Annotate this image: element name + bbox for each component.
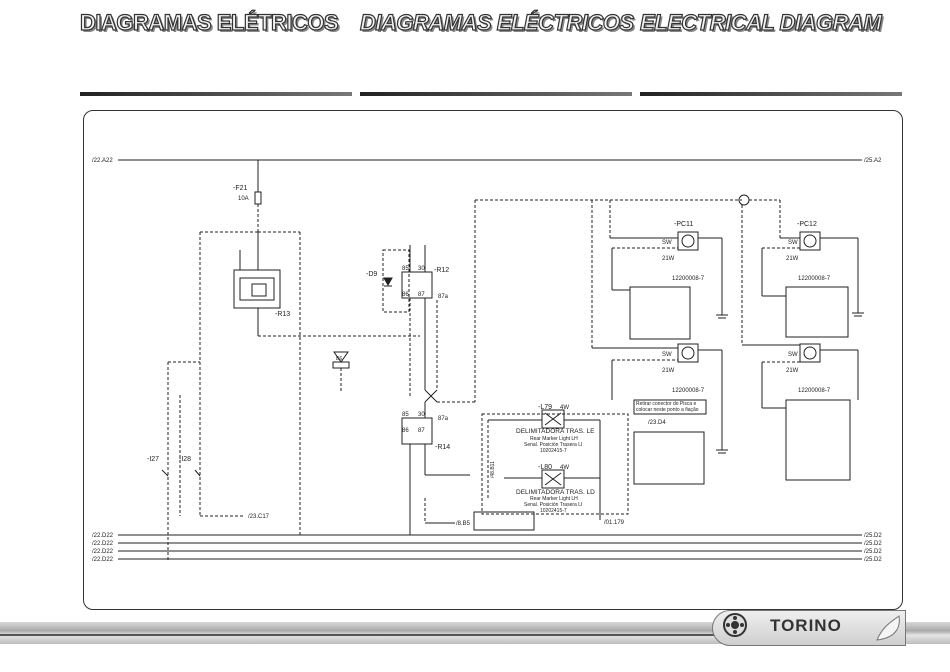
l80-line-1: DELIMITADORA TRAS. LD bbox=[516, 489, 595, 496]
label-d9: -D9 bbox=[366, 271, 377, 278]
label-l80-power: 4W bbox=[560, 465, 569, 471]
r14-pin-87: 87 bbox=[418, 428, 425, 434]
label-r12: -R12 bbox=[434, 267, 449, 274]
ref-d4: /23.D4 bbox=[648, 420, 666, 426]
r14-pin-87a: 87a bbox=[438, 416, 449, 422]
brand-logo-icon bbox=[723, 613, 747, 637]
brand-name: TORINO bbox=[770, 616, 842, 635]
label-pc12: -PC12 bbox=[797, 221, 817, 228]
pc13-21w: 21W bbox=[662, 368, 675, 374]
r14-pin-86: 86 bbox=[402, 428, 409, 434]
ref-c17: /23.C17 bbox=[248, 514, 270, 520]
pc12-21w: 21W bbox=[786, 256, 799, 262]
header: DIAGRAMAS ELÉTRICOS DIAGRAMAS ELÉCTRICOS… bbox=[0, 9, 950, 50]
ref-right-3: /25.D2 bbox=[864, 541, 882, 547]
l80-line-3: Senal. Posición Trasera LI bbox=[524, 502, 582, 508]
title-spanish: DIAGRAMAS ELÉCTRICOS bbox=[359, 9, 634, 35]
pc13-sw: SW bbox=[662, 352, 672, 358]
note-line-1: Retirar conector do Pisca e bbox=[636, 401, 697, 407]
label-r14: -R14 bbox=[435, 444, 450, 451]
l80-line-4: 10202415-7 bbox=[540, 508, 567, 514]
ref-right-1: /25.A2 bbox=[864, 158, 882, 164]
ref-left-1: /22.A22 bbox=[92, 158, 113, 164]
header-rule-2 bbox=[360, 92, 632, 96]
pc13-part: 12200008-7 bbox=[672, 388, 705, 394]
pc11-21w: 21W bbox=[662, 256, 675, 262]
l80-line-2: Rear Marker Light LH bbox=[530, 496, 578, 502]
diagram-frame bbox=[83, 110, 903, 610]
r12-pin-87: 87 bbox=[418, 292, 425, 298]
label-pc11: -PC11 bbox=[674, 221, 693, 228]
label-f21-rating: 10A bbox=[238, 196, 249, 202]
label-i28: -I28 bbox=[179, 456, 191, 463]
label-l79: -L79 bbox=[538, 404, 552, 411]
ref-right-4: /25.D2 bbox=[864, 549, 882, 555]
label-l80: -L80 bbox=[538, 464, 552, 471]
r12-pin-87a: 87a bbox=[438, 294, 449, 300]
ref-right-2: /25.D2 bbox=[864, 533, 882, 539]
pc12-sw: SW bbox=[788, 240, 798, 246]
r12-pin-86: 86 bbox=[402, 292, 409, 298]
l79-line-3: Senal. Posición Trasera LI bbox=[524, 442, 582, 448]
pc14-part: 12200008-7 bbox=[798, 388, 831, 394]
ref-right-5: /25.D2 bbox=[864, 557, 882, 563]
label-i27: -I27 bbox=[147, 456, 159, 463]
r14-pin-30: 30 bbox=[418, 412, 425, 418]
header-rule-3 bbox=[640, 92, 902, 96]
ref-left-4: /22.D22 bbox=[92, 549, 114, 555]
page-curl-icon bbox=[876, 615, 900, 641]
ground-code: B6 bbox=[336, 356, 342, 362]
footer-line bbox=[0, 634, 715, 636]
r12-pin-85: 85 bbox=[402, 266, 409, 272]
l79-line-1: DELIMITADORA TRAS. LE bbox=[516, 428, 595, 435]
ref-left-5: /22.D22 bbox=[92, 557, 114, 563]
ref-b11: /48.B11 bbox=[490, 461, 496, 478]
label-r13: -R13 bbox=[275, 311, 290, 318]
ref-left-3: /22.D22 bbox=[92, 541, 114, 547]
pc12-part: 12200008-7 bbox=[798, 276, 831, 282]
title-english: ELECTRICAL DIAGRAM bbox=[639, 9, 882, 35]
r12-pin-30: 30 bbox=[418, 266, 425, 272]
ref-b5: /8.B5 bbox=[456, 521, 471, 527]
header-rule-1 bbox=[80, 92, 352, 96]
ref-r179: /01.179 bbox=[604, 520, 625, 526]
pc11-sw: SW bbox=[662, 240, 672, 246]
l79-line-2: Rear Marker Light LH bbox=[530, 436, 578, 442]
label-l79-power: 4W bbox=[560, 405, 569, 411]
label-f21: -F21 bbox=[233, 185, 248, 192]
note-line-2: colocar neste ponto a fiação bbox=[636, 407, 699, 413]
l79-line-4: 10202415-7 bbox=[540, 448, 567, 454]
pc11-part: 12200008-7 bbox=[672, 276, 705, 282]
pc14-sw: SW bbox=[788, 352, 798, 358]
pc14-21w: 21W bbox=[786, 368, 799, 374]
title-portuguese: DIAGRAMAS ELÉTRICOS bbox=[79, 9, 339, 35]
r14-pin-85: 85 bbox=[402, 412, 409, 418]
ref-left-2: /22.D22 bbox=[92, 533, 114, 539]
